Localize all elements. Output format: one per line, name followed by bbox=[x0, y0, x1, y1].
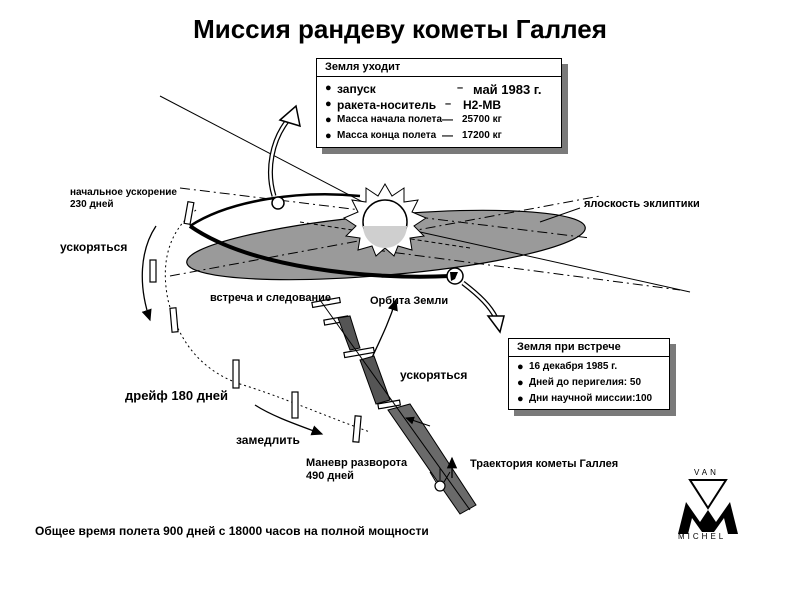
turn-maneuver-days-label: 490 дней bbox=[306, 470, 354, 482]
bullet-icon: ● bbox=[517, 377, 524, 389]
departure-row: ● ракета-носитель – H2-MB bbox=[325, 98, 501, 112]
turn-maneuver-label: Маневр разворота bbox=[306, 457, 408, 469]
departure-info-box: Земля уходит ● запуск – май 1983 г. ● ра… bbox=[316, 58, 562, 148]
bullet-icon: ● bbox=[517, 361, 524, 373]
encounter-box-header: Земля при встрече bbox=[509, 339, 669, 357]
bullet-icon: ● bbox=[325, 130, 332, 142]
bullet-icon: ● bbox=[325, 114, 332, 126]
accelerate-right-label: ускоряться bbox=[400, 368, 468, 382]
earth-icon bbox=[446, 267, 464, 285]
initial-accel-days-label: 230 дней bbox=[70, 199, 114, 210]
earth-orbit-path bbox=[188, 224, 451, 279]
comet-trajectory-label: Траектория кометы Галлея bbox=[470, 458, 619, 470]
encounter-info-box: Земля при встрече ● 16 декабря 1985 г. ●… bbox=[508, 338, 670, 410]
bullet-icon: ● bbox=[517, 393, 524, 405]
bullet-icon: ● bbox=[325, 82, 332, 94]
earth-orbit-label: Орбита Земли bbox=[370, 295, 449, 307]
sun-icon bbox=[342, 183, 428, 257]
drift-label: дрейф 180 дней bbox=[125, 388, 229, 403]
total-time-caption: Общее время полета 900 дней с 18000 часо… bbox=[35, 524, 429, 538]
departure-row: ● Масса начала полета — 25700 кг bbox=[325, 114, 502, 126]
departure-earth-icon bbox=[271, 196, 285, 210]
comet-tail bbox=[319, 299, 477, 515]
departure-row: ● запуск – май 1983 г. bbox=[325, 82, 542, 97]
ecliptic-plane-label: ялоскость эклиптики bbox=[584, 198, 700, 210]
spacecraft-markers bbox=[149, 200, 402, 443]
bullet-icon: ● bbox=[325, 98, 332, 110]
logo-mark-icon bbox=[678, 479, 738, 534]
diagram-title: Миссия рандеву кометы Галлея bbox=[193, 14, 607, 44]
comet-icon bbox=[429, 468, 451, 492]
departure-box-header: Земля уходит bbox=[317, 59, 561, 77]
meet-follow-label: встреча и следование bbox=[210, 292, 331, 304]
accelerate-left-label: ускоряться bbox=[60, 240, 128, 254]
van-michel-logo: VAN MICHEL bbox=[676, 468, 740, 542]
encounter-row: ● Дни научной миссии:100 bbox=[517, 393, 653, 405]
encounter-row: ● 16 декабря 1985 г. bbox=[517, 361, 618, 373]
initial-accel-label: начальное ускорение bbox=[70, 187, 177, 198]
departure-row: ● Масса конца полета — 17200 кг bbox=[325, 130, 502, 142]
decelerate-label: замедлить bbox=[236, 433, 300, 447]
encounter-row: ● Дней до перигелия: 50 bbox=[517, 377, 642, 389]
